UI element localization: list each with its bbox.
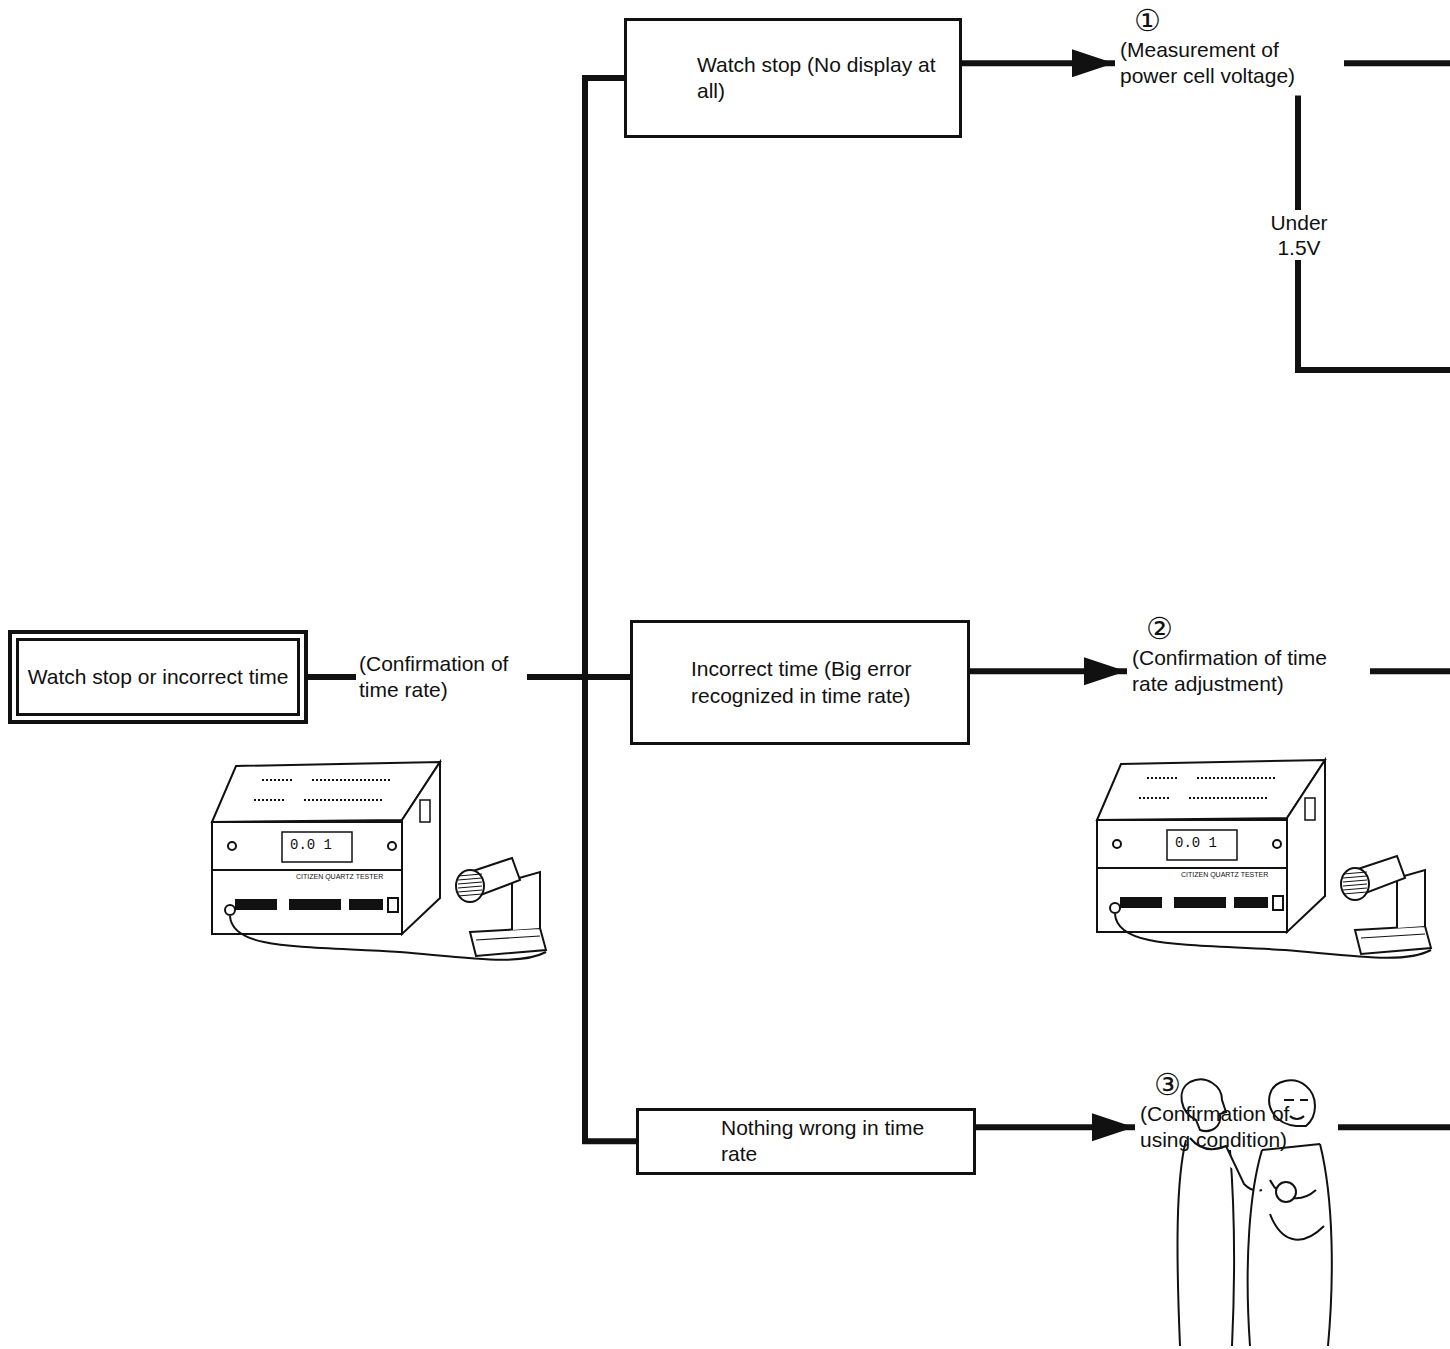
process-box: Incorrect time (Big error recognized in … xyxy=(630,620,970,745)
flow-arrow xyxy=(962,60,1112,66)
node-text: Watch stop (No display at all) xyxy=(697,52,945,105)
quartz-tester xyxy=(212,762,546,960)
step-heading: ②(Confirmation of time rate adjustment) xyxy=(1128,612,1364,698)
process-box: Nothing wrong in time rate xyxy=(636,1108,976,1175)
step-heading: ③(Confirmation of using condition) xyxy=(1136,1068,1332,1154)
callout-number: ③ xyxy=(1154,1068,1328,1101)
display-readout: 0.0 1 xyxy=(1175,835,1217,852)
process-box: Watch stop or incorrect time xyxy=(8,630,308,724)
node-text: Watch stop or incorrect time xyxy=(26,664,290,690)
process-box: Watch stop (No display at all) xyxy=(624,18,962,138)
callout-number: ② xyxy=(1146,612,1360,645)
step-heading: ①(Measurement of power cell voltage) xyxy=(1116,4,1338,90)
tester-brand: CITIZEN QUARTZ TESTER xyxy=(296,873,383,881)
node-text: (Confirmation of time rate adjustment) xyxy=(1132,645,1360,698)
node-text: (Confirmation of using condition) xyxy=(1140,1101,1328,1154)
flow-arrow xyxy=(976,1124,1132,1130)
node-text: Nothing wrong in time rate xyxy=(721,1115,959,1168)
branch-line xyxy=(308,78,624,677)
node-text: Incorrect time (Big error recognized in … xyxy=(691,656,953,709)
node-text: (Measurement of power cell voltage) xyxy=(1120,37,1334,90)
voltage-condition: Under 1.5V xyxy=(1264,210,1334,260)
edge-label: (Confirmation of time rate) xyxy=(356,651,527,704)
quartz-tester xyxy=(1097,760,1431,958)
flow-arrow xyxy=(970,668,1124,674)
callout-number: ① xyxy=(1134,4,1334,37)
branch-line xyxy=(308,677,636,1141)
display-readout: 0.0 1 xyxy=(290,837,332,854)
tester-brand: CITIZEN QUARTZ TESTER xyxy=(1181,871,1268,879)
